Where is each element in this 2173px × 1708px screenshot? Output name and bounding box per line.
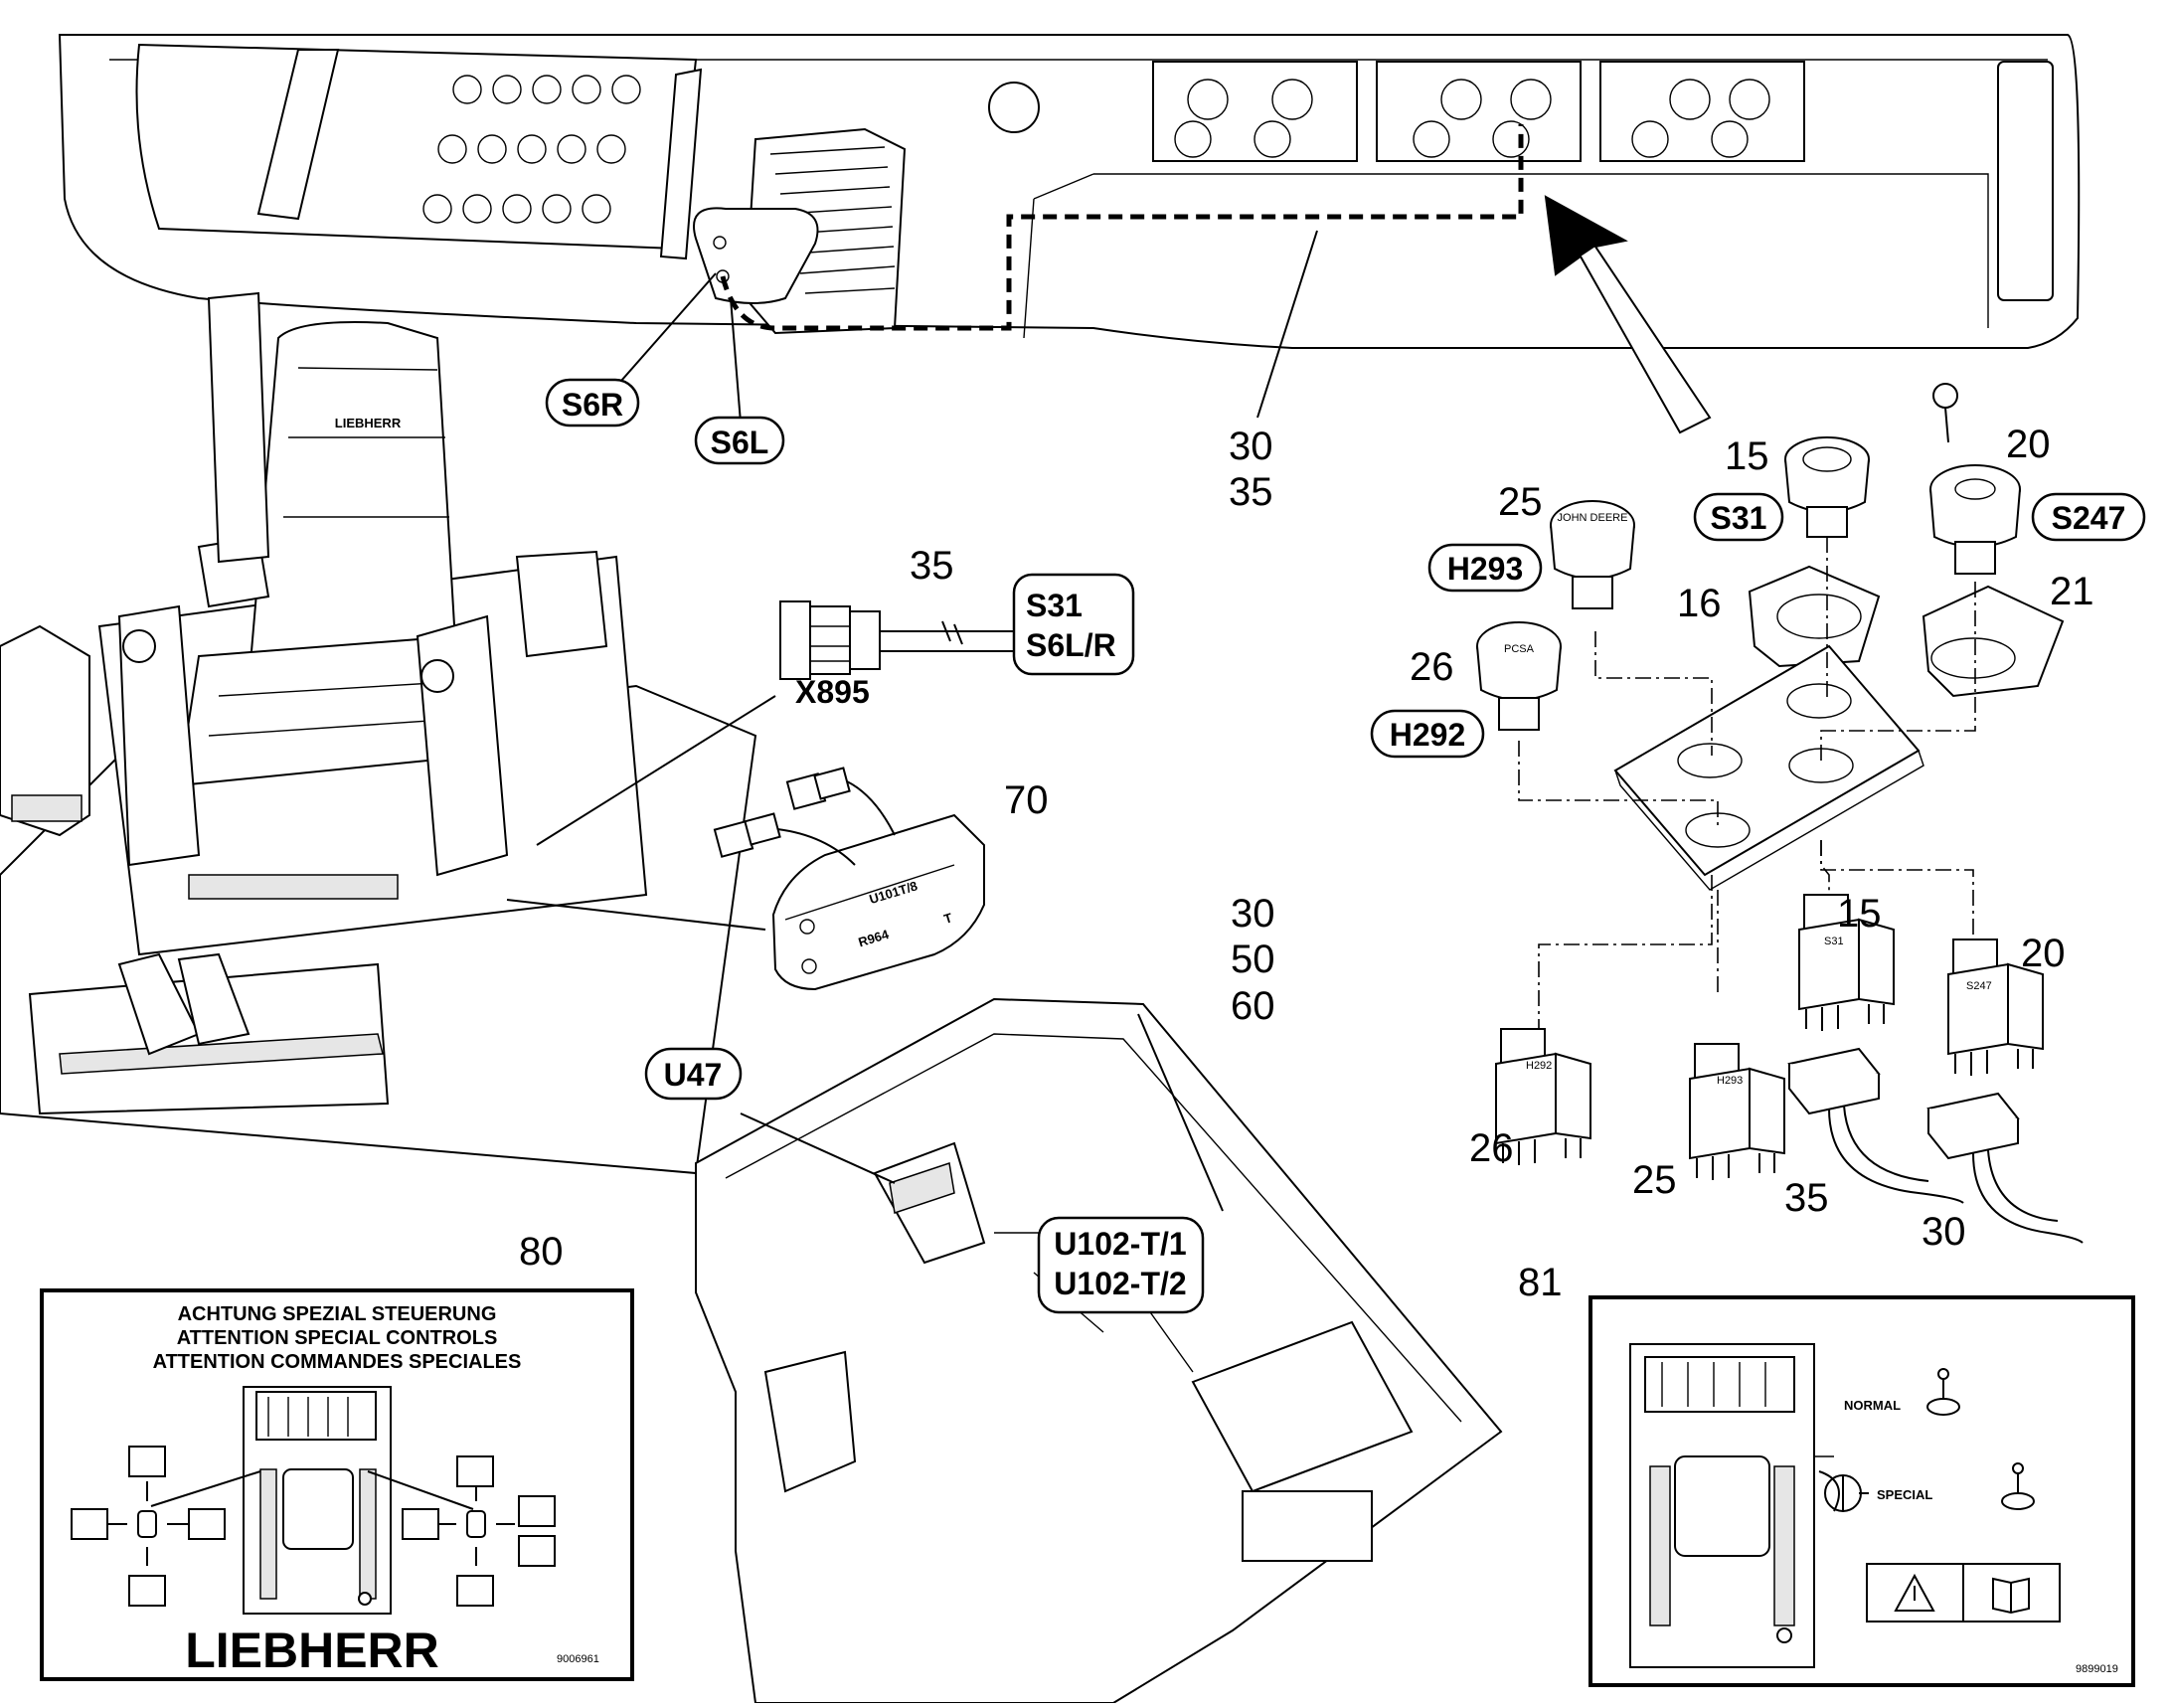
overhead-console [58,34,2081,434]
label-u102: U102-T/1 U102-T/2 [1037,1216,1205,1314]
panel-cutout-2 [1376,61,1582,162]
module-u101t8: U101T/8 R964 T [713,767,985,991]
svg-text:JOHN DEERE: JOHN DEERE [1558,512,1628,524]
switch-cap-s31 [1784,436,1870,538]
label-h292: H292 [1370,709,1485,759]
label-s31: S31 [1693,492,1784,542]
mounting-plate [1613,644,1924,891]
svg-text:SPECIAL: SPECIAL [1877,1487,1932,1502]
svg-text:9006961: 9006961 [557,1653,599,1665]
connector-x895 [779,600,1014,680]
callout-20-key: 20 [2006,423,2051,466]
label-h293: H293 [1427,543,1543,593]
svg-text:H292: H292 [1390,717,1466,753]
panel-cutout-3 [1599,61,1805,162]
callout-26-cap: 26 [1410,645,1454,689]
keypad-knobs [422,75,641,224]
svg-text:H292: H292 [1526,1060,1552,1072]
svg-text:S247: S247 [2052,500,2126,536]
label-u47: U47 [644,1047,743,1101]
callout-35-plug: 35 [1784,1176,1829,1220]
harness-route [720,124,1524,331]
controller-u47 [873,1141,986,1265]
switch-body-s247: S247 [1947,939,2044,1076]
toggle-normal-icon [1926,1368,1960,1416]
console-base [695,997,1503,1704]
svg-text:S31: S31 [1026,588,1083,623]
svg-text:U102-T/1: U102-T/1 [1054,1226,1186,1262]
plug-30 [1926,1092,2084,1244]
svg-text:U47: U47 [664,1057,723,1093]
switch-cap-h293: JOHN DEERE [1550,500,1635,609]
callout-15-cap: 15 [1725,434,1769,478]
label-s247: S247 [2031,492,2146,542]
callout-80: 80 [519,1230,564,1274]
svg-text:NORMAL: NORMAL [1844,1398,1901,1413]
svg-text:ACHTUNG SPEZIAL STEUERUNG: ACHTUNG SPEZIAL STEUERUNG [178,1303,497,1325]
svg-text:PCSA: PCSA [1504,643,1535,655]
switch-body-h292: H292 [1495,1028,1591,1165]
svg-text:S31: S31 [1824,936,1844,947]
callout-25-switch: 25 [1632,1158,1677,1202]
operator-seat-assembly: LIEBHERR [0,291,757,1175]
svg-text:S6R: S6R [562,387,623,423]
decal-81: NORMAL SPECIAL 9899019 [1588,1295,2135,1687]
key-icon [1932,383,1958,443]
toggle-special-icon [2001,1462,2035,1510]
gasket-16 [1748,565,1881,668]
callout-60-console: 60 [1231,984,1275,1028]
switch-body-h293: H293 [1689,1043,1785,1180]
callout-15-switch: 15 [1837,892,1882,936]
svg-text:ATTENTION COMMANDES SPECIALES: ATTENTION COMMANDES SPECIALES [153,1351,522,1373]
switch-body-s31: S31 [1798,894,1895,1031]
svg-text:S31: S31 [1711,500,1767,536]
label-connector-targets: S31 S6L/R [1012,573,1135,676]
callout-50-console: 50 [1231,938,1275,981]
label-s6r: S6R [545,378,640,427]
svg-text:H293: H293 [1447,551,1524,587]
side-handle [1997,61,2054,301]
callout-70: 70 [1004,778,1049,822]
label-s6l: S6L [694,416,785,465]
svg-text:S247: S247 [1966,980,1992,992]
callout-35-connector: 35 [910,544,954,588]
callout-16-gasket: 16 [1677,582,1722,625]
callout-81: 81 [1518,1261,1563,1304]
decal-80-brand: LIEBHERR [185,1623,439,1678]
decal-80: ACHTUNG SPEZIAL STEUERUNG ATTENTION SPEC… [40,1288,634,1681]
svg-text:H293: H293 [1717,1075,1743,1087]
callout-21-gasket: 21 [2050,570,2094,613]
plug-35 [1787,1047,1964,1204]
label-x895: X895 [795,674,870,710]
seat-brand: LIEBHERR [335,416,402,430]
switch-cap-h292: PCSA [1476,621,1562,731]
svg-text:U102-T/2: U102-T/2 [1054,1266,1186,1301]
panel-cutout-1 [1152,61,1358,162]
callout-26-switch: 26 [1469,1126,1514,1170]
callout-25-cap: 25 [1498,480,1543,524]
gasket-21 [1922,585,2065,698]
svg-text:S6L/R: S6L/R [1026,627,1116,663]
svg-text:S6L: S6L [711,425,769,460]
svg-text:9899019: 9899019 [2076,1663,2118,1675]
callout-30-console: 30 [1231,892,1275,936]
ignition-symbol [988,82,1040,133]
svg-text:ATTENTION SPECIAL CONTROLS: ATTENTION SPECIAL CONTROLS [177,1327,498,1349]
callout-20-switch: 20 [2021,932,2066,975]
callout-30-plug: 30 [1922,1210,1966,1254]
callout-30-harness: 30 [1229,425,1273,468]
switch-cap-s247 [1929,464,2021,575]
callout-35-harness: 35 [1229,470,1273,514]
